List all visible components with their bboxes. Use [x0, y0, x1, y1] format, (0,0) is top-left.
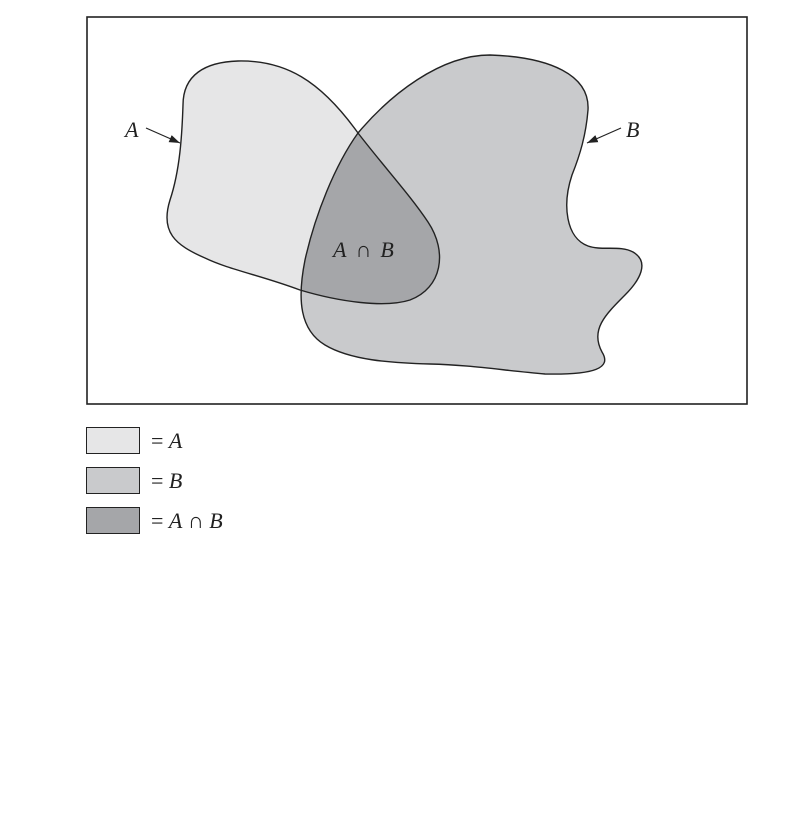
legend-text-b: = B [151, 468, 182, 494]
legend-equals: = [151, 427, 164, 453]
legend-text-a: = A [151, 428, 182, 454]
legend-row-intersection: = A ∩ B [86, 506, 223, 535]
intersection-operator: ∩ [355, 237, 371, 262]
legend-equals: = [151, 467, 164, 493]
legend-set-name-2: B [209, 507, 223, 533]
legend-row-a: = A [86, 426, 223, 455]
intersection-label: A ∩ B [331, 237, 394, 262]
legend-swatch-intersection [86, 507, 140, 534]
intersection-label-right: B [380, 237, 393, 262]
set-b-pointer-arrow [586, 127, 622, 144]
legend-operator: ∩ [187, 507, 204, 533]
intersection-label-left: A [331, 237, 347, 262]
legend-text-intersection: = A ∩ B [151, 508, 223, 534]
set-b-label: B [626, 117, 639, 142]
legend-swatch-a [86, 427, 140, 454]
legend-equals: = [151, 507, 164, 533]
legend-row-b: = B [86, 466, 223, 495]
legend-set-name: A [168, 427, 183, 453]
legend-set-name: B [168, 467, 183, 493]
legend: = A = B = A ∩ B [86, 426, 223, 546]
set-a-pointer-arrow [145, 127, 181, 144]
venn-diagram: A B A ∩ B [86, 16, 748, 405]
legend-set-name: A [168, 507, 183, 533]
legend-swatch-b [86, 467, 140, 494]
set-a-label: A [123, 117, 139, 142]
